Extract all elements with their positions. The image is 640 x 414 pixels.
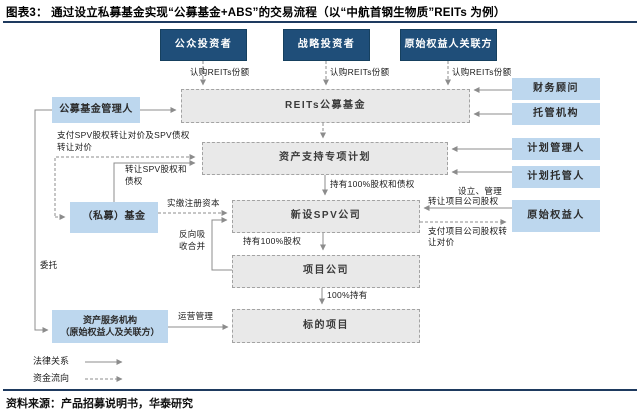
asset-service-line1: 资产服务机构 <box>82 315 137 326</box>
source-note: 资料来源：产品招募说明书，华泰研究 <box>6 398 193 410</box>
label-paid-in-capital: 实缴注册资本 <box>167 198 220 208</box>
node-project-company: 项目公司 <box>232 255 420 288</box>
legend-legal-relationship: 法律关系 <box>33 356 70 366</box>
label-pay-spv-consideration-1: 支付SPV股权转让对价及SPV债权 <box>57 130 190 140</box>
label-pay-project-consideration-1: 支付项目公司股权转 <box>428 226 508 236</box>
node-public-fund-manager: 公募基金管理人 <box>52 97 140 123</box>
label-pay-spv-consideration-2: 转让对价 <box>57 142 93 152</box>
label-transfer-project-equity: 转让项目公司股权 <box>428 196 499 206</box>
label-100-holding: 100%持有 <box>327 290 368 300</box>
label-subscribe-reits-1: 认购REITs份额 <box>190 67 250 77</box>
node-strategic-investors: 战略投资者 <box>283 29 370 61</box>
node-financial-advisor: 财务顾问 <box>512 78 600 100</box>
label-hold-100-equity: 持有100%股权 <box>243 236 302 246</box>
label-entrust: 委托 <box>40 260 58 270</box>
source-divider <box>3 389 637 391</box>
asset-service-line2: （原始权益人及关联方） <box>60 326 160 337</box>
label-subscribe-reits-3: 认购REITs份额 <box>452 67 512 77</box>
title-divider <box>3 21 637 23</box>
node-public-investors: 公众投资者 <box>160 29 247 61</box>
label-pay-project-consideration-2: 让对价 <box>428 237 455 247</box>
node-asset-service-agency: 资产服务机构 （原始权益人及关联方） <box>52 310 168 343</box>
label-reverse-merger-2: 收合并 <box>179 241 206 251</box>
node-reits-public-fund: REITs公募基金 <box>181 89 470 123</box>
node-target-project: 标的项目 <box>232 309 420 343</box>
label-hold-equity-debt: 持有100%股权和债权 <box>330 179 415 189</box>
label-transfer-spv-equity-2: 债权 <box>125 176 143 186</box>
label-operation-management: 运营管理 <box>178 311 214 321</box>
label-subscribe-reits-2: 认购REITs份额 <box>330 67 390 77</box>
label-transfer-spv-equity-1: 转让SPV股权和 <box>125 164 187 174</box>
figure-title: 图表3： 通过设立私募基金实现“公募基金+ABS”的交易流程（以“中航首钢生物质… <box>6 7 506 19</box>
node-new-spv-company: 新设SPV公司 <box>232 200 420 233</box>
node-plan-custodian: 计划托管人 <box>512 166 600 188</box>
node-custodian: 托管机构 <box>512 103 600 125</box>
node-originator: 原始权益人 <box>512 200 600 232</box>
node-private-fund: （私募）基金 <box>70 202 158 233</box>
label-setup-manage: 设立、管理 <box>458 186 503 196</box>
legend-capital-flow: 资金流向 <box>33 373 70 383</box>
node-abs-special-plan: 资产支持专项计划 <box>202 142 448 175</box>
node-originator-affiliates: 原始权益人关联方 <box>400 29 497 61</box>
node-plan-manager: 计划管理人 <box>512 138 600 160</box>
label-reverse-merger-1: 反向吸 <box>179 229 206 239</box>
